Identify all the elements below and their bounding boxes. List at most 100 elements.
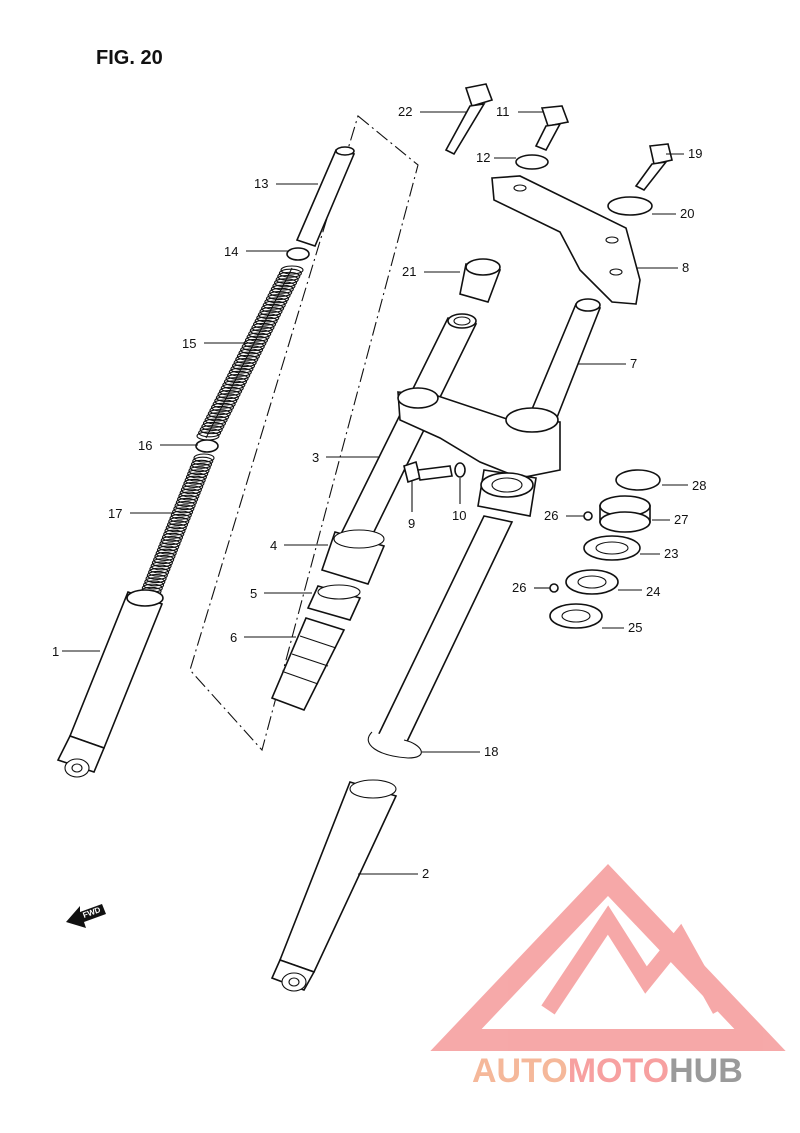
spring-coil [256,313,280,323]
part-20-washer [607,196,653,216]
spring-coil [153,555,175,565]
watermark-logo [430,864,786,1051]
spring-coil [227,370,251,380]
watermark-part-moto: MOTO [568,1052,669,1090]
spring-coil [180,485,202,495]
spring-coil [206,412,230,422]
spring-coil [160,535,182,546]
spring-coil [182,482,204,492]
spring-coil [210,402,235,412]
part-26-steel-ball-lower [549,583,559,593]
figure-title: FIG. 20 [96,47,163,69]
spring-coil [170,510,192,520]
callout-17: 17 [108,506,122,521]
callout-25: 25 [628,620,642,635]
spring-coil [235,354,259,364]
spring-coil [223,377,248,387]
spring-coil [148,567,170,577]
spring-coil [257,310,281,320]
spring-coil [207,409,231,419]
callout-14: 14 [224,244,238,259]
watermark-text: AUTOMOTOHUB [472,1052,743,1090]
internal-parts-group-outline [189,115,419,752]
spring-coil [215,393,239,403]
part-26-steel-ball-upper [583,511,593,521]
callout-18: 18 [484,744,498,759]
callout-16: 16 [138,438,152,453]
spring-coil [261,303,285,313]
spring-coil [145,574,167,584]
spring-coil [190,459,213,469]
spring-coil [158,542,180,552]
callout-1: 1 [52,644,59,659]
spring-coil [178,491,200,501]
spring-coil [150,561,172,571]
spring-coil [193,453,215,463]
callout-2: 2 [422,866,429,881]
callout-15: 15 [182,336,196,351]
spring-coil [159,539,181,549]
spring-coil [189,462,211,473]
spring-coil [187,469,209,479]
spring-coil [202,418,227,428]
spring-coil [222,380,246,390]
spring-coil [155,548,177,558]
callout-20: 20 [680,206,694,221]
spring-coil [270,284,294,294]
callout-8: 8 [682,260,689,275]
part-4-dust-seal [320,529,386,585]
part-16-washer [195,439,219,453]
part-21-cap [459,258,502,303]
callout-28: 28 [692,478,706,493]
part-11-bolt [534,105,570,152]
spring-coil [179,488,201,498]
spring-coil [149,564,171,574]
part-23-bearing-race-upper [583,535,641,561]
spring-coil [198,428,222,438]
spring-coil [230,364,254,374]
spring-coil [172,507,194,517]
spring-coil [254,316,278,326]
watermark-part-auto: AUTO [472,1052,568,1090]
callout-4: 4 [270,538,277,553]
watermark-part-hub: HUB [669,1052,743,1090]
spring-coil [174,501,196,511]
callout-21: 21 [402,264,416,279]
spring-coil [249,326,273,336]
part-25-dust-seal [549,603,603,629]
spring-coil [199,425,223,435]
part-10-washer [454,462,466,478]
spring-coil [183,478,205,488]
part-28-lock-washer [615,469,661,491]
callout-26: 26 [544,508,558,523]
spring-coil [146,570,168,580]
callout-7: 7 [630,356,637,371]
spring-coil [280,265,304,275]
spring-coil [209,405,233,416]
part-14-washer [286,247,310,261]
spring-coil [240,345,264,355]
spring-coil [217,389,241,400]
spring-coil [169,513,191,523]
callout-11: 11 [496,104,510,119]
spring-coil [241,342,265,352]
spring-coil [204,415,228,425]
callout-27: 27 [674,512,688,527]
part-18-circlip [367,731,422,759]
callout-9: 9 [408,516,415,531]
spring-coil [252,319,277,329]
part-9-bolt [403,460,453,484]
spring-coil [164,526,186,536]
callout-10: 10 [452,508,466,523]
fwd-arrow-icon: FWD [66,904,106,928]
part-15-spring [196,265,304,441]
spring-coil [275,275,299,285]
spring-coil [265,294,290,304]
part-6-damper-rod [270,617,346,712]
spring-coil [278,268,302,278]
spring-coil [248,329,272,339]
callout-6: 6 [230,630,237,645]
spring-coil [175,497,197,507]
spring-coil [154,551,176,561]
spring-coil [219,386,243,396]
